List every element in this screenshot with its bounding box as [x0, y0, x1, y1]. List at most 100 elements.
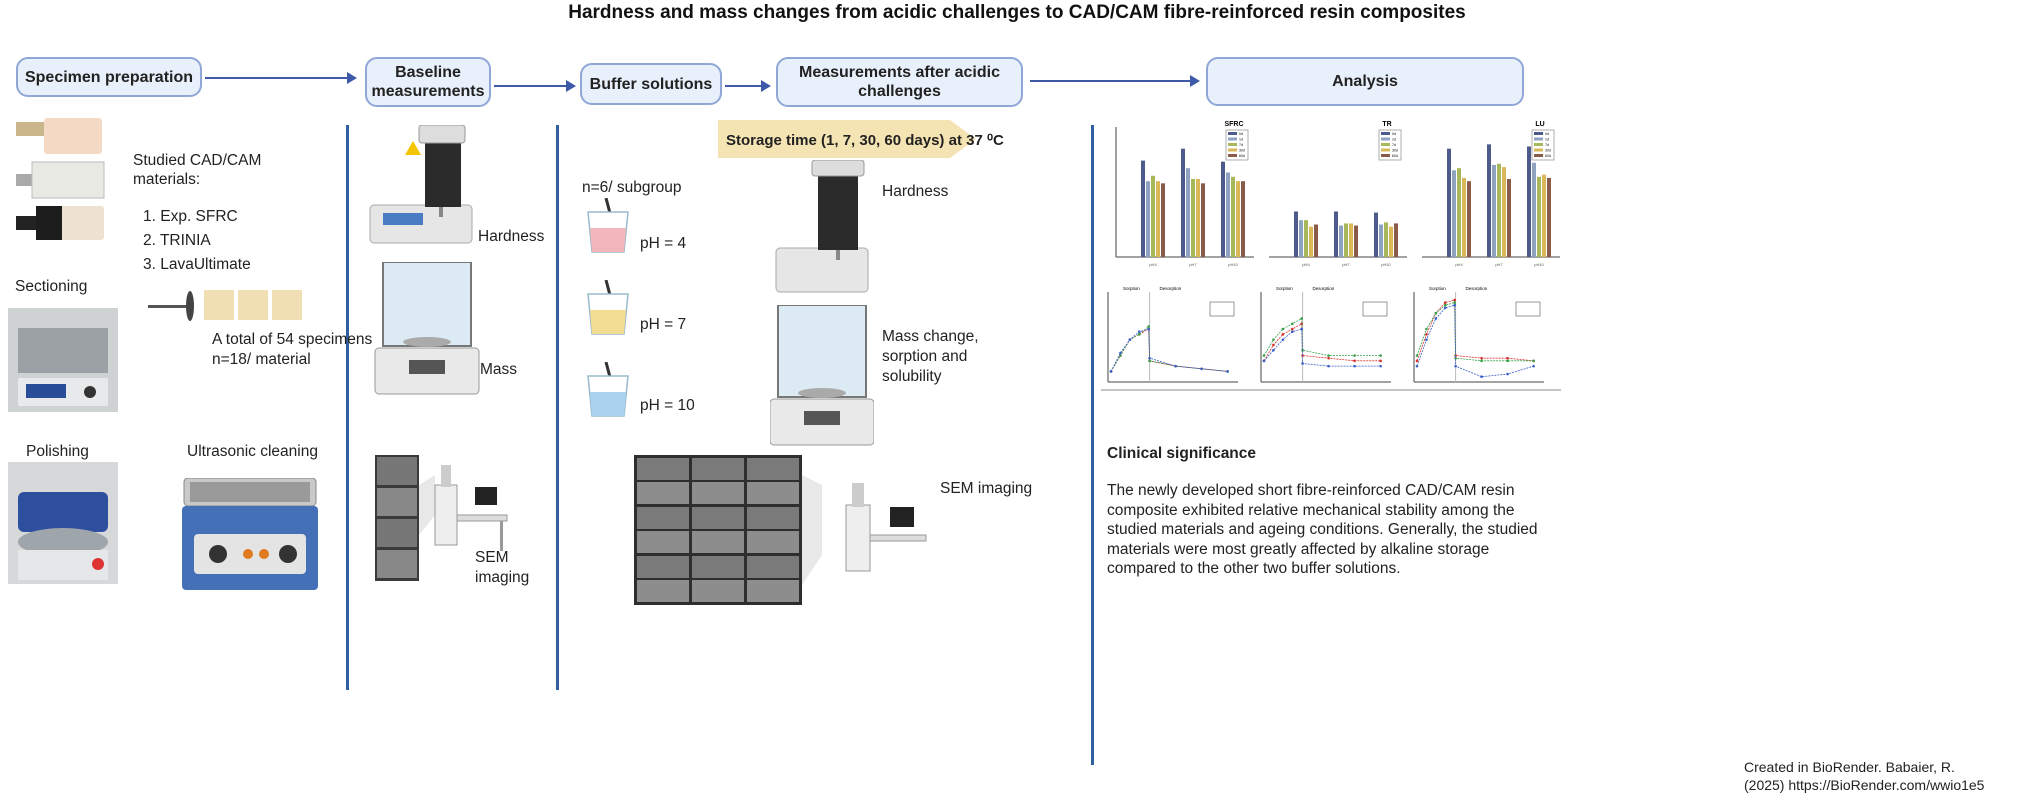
legend-swatch — [1228, 132, 1237, 135]
series-line — [1110, 328, 1228, 372]
bar — [1497, 163, 1501, 257]
total-specimens: A total of 54 specimens — [212, 331, 373, 348]
data-point — [1434, 317, 1438, 320]
bar — [1309, 226, 1313, 257]
group-label: pH10 — [1381, 262, 1391, 267]
ph-label: pH = 10 — [640, 397, 695, 414]
data-point — [1148, 359, 1151, 363]
bar — [1304, 220, 1308, 257]
legend-label: 30d — [1239, 149, 1245, 153]
bar — [1374, 212, 1378, 257]
storage-time-label: Storage time (1, 7, 30, 60 days) at 37 ⁰… — [726, 132, 1004, 149]
data-point — [1119, 351, 1122, 355]
data-point — [1506, 372, 1509, 376]
after-hardness-label: Hardness — [882, 183, 949, 200]
credit-line: Created in BioRender. Babaier, R. — [1744, 759, 1955, 775]
bar — [1141, 160, 1145, 257]
bar — [1241, 181, 1245, 257]
baseline-sem-label: SEM imaging — [475, 549, 530, 586]
data-point — [1453, 301, 1456, 304]
legend-swatch — [1381, 154, 1390, 157]
bar — [1349, 223, 1353, 257]
data-point — [1137, 330, 1141, 334]
buffer-sem-label: SEM imaging — [940, 480, 1033, 497]
bar — [1161, 183, 1165, 257]
ph-label: pH = 7 — [640, 316, 687, 333]
legend-swatch — [1534, 154, 1543, 157]
data-point — [1226, 370, 1229, 373]
bar — [1156, 181, 1160, 257]
legend-label: 60d — [1239, 154, 1245, 158]
bar — [1384, 222, 1388, 257]
legend-swatch — [1228, 154, 1237, 157]
data-point — [1272, 348, 1275, 352]
data-point — [1137, 333, 1141, 336]
polishing-machine-photo — [8, 462, 118, 584]
legend-swatch — [1534, 143, 1543, 146]
bar — [1447, 148, 1451, 257]
sectioning-machine-photo — [8, 308, 118, 412]
data-point — [1300, 317, 1303, 320]
page-title: Hardness and mass changes from acidic ch… — [568, 2, 1466, 23]
bar — [1339, 225, 1343, 257]
legend-label: 1d — [1392, 138, 1396, 142]
bar — [1181, 148, 1185, 257]
series-line — [1416, 302, 1534, 362]
bar — [1299, 220, 1303, 257]
data-point — [1200, 367, 1203, 371]
data-point — [1262, 354, 1266, 357]
group-label: pH4 — [1149, 262, 1157, 267]
divider — [346, 125, 349, 690]
data-point — [1506, 356, 1509, 360]
beaker-ph7-icon — [587, 280, 629, 335]
bar — [1394, 223, 1398, 257]
legend-swatch — [1534, 132, 1543, 135]
legend-swatch — [1534, 148, 1543, 152]
legend-label: 7d — [1239, 143, 1243, 147]
data-point — [1262, 359, 1266, 363]
data-point — [1480, 375, 1483, 379]
series-line — [1110, 325, 1228, 372]
data-point — [1453, 303, 1456, 307]
data-point — [1281, 338, 1285, 341]
legend-label: 1d — [1545, 138, 1549, 142]
data-point — [1454, 364, 1457, 368]
hardness-tester-illustration — [775, 160, 869, 293]
data-point — [1300, 327, 1303, 331]
bar — [1547, 177, 1551, 257]
ph-label: pH = 4 — [640, 235, 687, 252]
step-specimen-preparation: Specimen preparation — [16, 57, 202, 97]
bar-chart-title: SFRC — [1224, 121, 1243, 128]
data-point — [1290, 330, 1294, 334]
step-analysis: Analysis — [1206, 57, 1524, 106]
data-point — [1453, 298, 1456, 302]
bar — [1542, 174, 1546, 257]
legend-swatch — [1534, 137, 1543, 141]
bar — [1334, 211, 1338, 257]
sem-images-and-microscope — [375, 455, 508, 581]
materials-heading: Studied CAD/CAM materials: — [133, 152, 262, 188]
data-point — [1532, 364, 1535, 368]
group-label: pH10 — [1534, 262, 1544, 267]
data-point — [1443, 306, 1447, 310]
bar — [1457, 168, 1461, 257]
bar — [1201, 183, 1205, 257]
bar — [1314, 224, 1318, 257]
sem-grid-and-microscope — [634, 455, 927, 605]
material-item: 3. LavaUltimate — [143, 256, 251, 273]
series-line — [1263, 317, 1381, 356]
data-point — [1300, 322, 1303, 326]
data-point — [1425, 327, 1428, 331]
sectioning-label: Sectioning — [15, 278, 88, 295]
phase-label: Sorption — [1276, 286, 1293, 291]
bar — [1236, 181, 1240, 257]
data-point — [1281, 333, 1285, 336]
legend-swatch — [1228, 143, 1237, 146]
bar — [1354, 225, 1358, 257]
bar — [1537, 176, 1541, 257]
data-point — [1379, 354, 1382, 357]
group-label: pH7 — [1495, 262, 1503, 267]
bar — [1344, 223, 1348, 257]
